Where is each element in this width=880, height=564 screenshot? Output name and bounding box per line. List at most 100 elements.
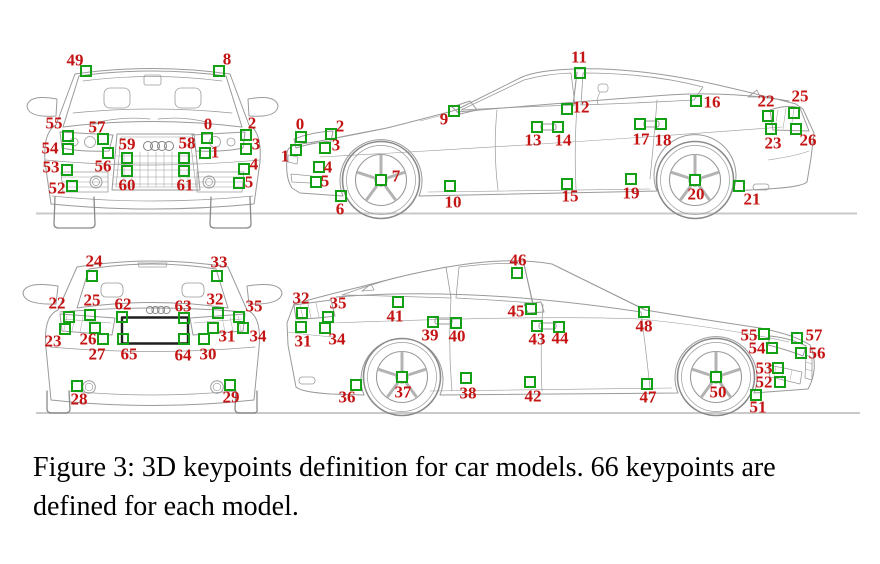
keypoint-box-31	[207, 322, 219, 334]
keypoint-label-35: 35	[329, 293, 347, 313]
keypoint-label-17: 17	[632, 129, 650, 149]
keypoint-label-20: 20	[687, 184, 705, 204]
keypoint-box-61	[178, 165, 190, 177]
keypoint-box-43	[531, 320, 543, 332]
keypoint-box-44	[553, 321, 565, 333]
keypoint-box-39	[427, 316, 439, 328]
keypoint-label-32: 32	[292, 288, 310, 308]
keypoint-box-25	[788, 107, 800, 119]
keypoint-box-51	[750, 389, 762, 401]
keypoint-label-13: 13	[524, 130, 542, 150]
keypoint-box-63	[178, 312, 190, 324]
keypoint-label-11: 11	[570, 47, 588, 67]
keypoint-label-42: 42	[524, 386, 542, 406]
keypoint-label-9: 9	[439, 109, 449, 129]
keypoint-box-57	[791, 332, 803, 344]
keypoint-box-64	[178, 333, 190, 345]
keypoint-label-34: 34	[328, 329, 346, 349]
keypoint-label-65: 65	[120, 344, 138, 364]
keypoint-box-58	[178, 152, 190, 164]
keypoint-label-5: 5	[320, 171, 330, 191]
keypoint-box-52	[66, 180, 78, 192]
keypoint-box-37	[396, 371, 408, 383]
keypoint-box-48	[638, 306, 650, 318]
keypoint-label-54: 54	[41, 138, 59, 158]
keypoint-label-57: 57	[805, 325, 823, 345]
keypoint-box-10	[444, 180, 456, 192]
keypoint-label-64: 64	[174, 345, 192, 365]
keypoint-label-50: 50	[709, 382, 727, 402]
figure-caption-line-1: Figure 3: 3D keypoints definition for ca…	[33, 452, 776, 483]
keypoint-box-6	[335, 190, 347, 202]
keypoint-label-24: 24	[85, 251, 103, 271]
keypoint-label-48: 48	[635, 316, 653, 336]
keypoint-label-31: 31	[218, 326, 236, 346]
keypoint-box-25	[84, 309, 96, 321]
keypoint-label-1: 1	[280, 146, 290, 166]
keypoint-box-40	[450, 317, 462, 329]
keypoint-box-15	[561, 178, 573, 190]
keypoint-label-30: 30	[199, 344, 217, 364]
keypoint-box-57	[97, 133, 109, 145]
keypoint-label-43: 43	[528, 329, 546, 349]
keypoint-label-7: 7	[391, 166, 401, 186]
keypoint-box-14	[552, 121, 564, 133]
keypoint-box-34	[319, 322, 331, 334]
keypoint-box-8	[213, 65, 225, 77]
keypoint-box-45	[525, 303, 537, 315]
keypoint-box-22	[762, 110, 774, 122]
keypoint-label-61: 61	[176, 175, 194, 195]
keypoint-box-17	[634, 118, 646, 130]
keypoint-box-46	[511, 267, 523, 279]
keypoint-box-2	[240, 129, 252, 141]
keypoint-label-56: 56	[94, 156, 112, 176]
car-front-view-drawing	[26, 68, 279, 229]
keypoint-box-23	[765, 123, 777, 135]
keypoint-label-35: 35	[245, 296, 263, 316]
keypoint-label-58: 58	[178, 133, 196, 153]
keypoint-label-23: 23	[44, 331, 62, 351]
keypoint-label-62: 62	[114, 294, 132, 314]
keypoint-box-3	[319, 142, 331, 154]
keypoint-box-56	[795, 347, 807, 359]
keypoint-box-5	[233, 177, 245, 189]
keypoint-label-51: 51	[749, 397, 767, 417]
keypoint-box-13	[531, 121, 543, 133]
keypoint-box-49	[80, 65, 92, 77]
keypoint-box-3	[240, 143, 252, 155]
keypoint-label-26: 26	[79, 329, 97, 349]
keypoint-box-54	[766, 342, 778, 354]
keypoint-label-32: 32	[206, 289, 224, 309]
keypoint-box-59	[121, 152, 133, 164]
keypoint-box-12	[561, 103, 573, 115]
keypoint-label-6: 6	[335, 199, 345, 219]
keypoint-box-30	[198, 333, 210, 345]
keypoint-box-32	[212, 307, 224, 319]
keypoint-label-55: 55	[740, 325, 758, 345]
keypoint-label-45: 45	[507, 301, 525, 321]
keypoint-box-56	[102, 147, 114, 159]
keypoint-label-22: 22	[48, 293, 66, 313]
keypoint-box-1	[290, 144, 302, 156]
keypoint-label-0: 0	[295, 114, 305, 134]
keypoint-box-29	[224, 379, 236, 391]
keypoint-label-44: 44	[551, 328, 569, 348]
keypoint-label-26: 26	[799, 130, 817, 150]
keypoint-box-53	[61, 164, 73, 176]
keypoint-label-25: 25	[791, 86, 809, 106]
keypoint-box-9	[448, 105, 460, 117]
keypoint-box-18	[655, 118, 667, 130]
keypoint-label-25: 25	[83, 290, 101, 310]
keypoint-label-52: 52	[755, 372, 773, 392]
keypoint-label-63: 63	[174, 296, 192, 316]
keypoint-label-41: 41	[386, 306, 404, 326]
keypoint-label-29: 29	[222, 387, 240, 407]
keypoint-box-24	[86, 270, 98, 282]
ground-lines	[36, 212, 860, 414]
keypoint-label-3: 3	[331, 135, 341, 155]
keypoint-box-41	[392, 296, 404, 308]
keypoint-box-5	[310, 176, 322, 188]
keypoint-label-5: 5	[244, 172, 254, 192]
keypoint-label-15: 15	[561, 186, 579, 206]
